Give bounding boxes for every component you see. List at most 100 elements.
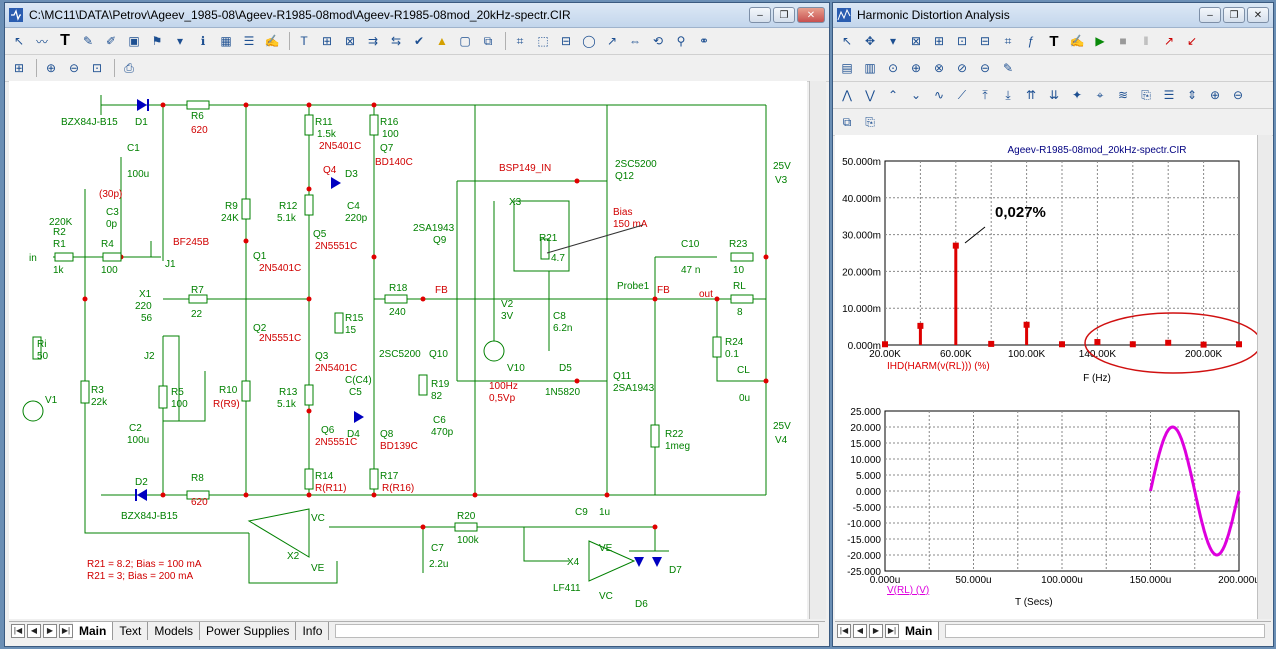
text-toggle-icon[interactable]: T — [300, 34, 308, 48]
paste-plot-icon[interactable]: ⎘ — [865, 114, 875, 129]
zoom-out2-icon[interactable]: ⊖ — [1232, 88, 1244, 102]
tab-text[interactable]: Text — [113, 622, 149, 640]
plot-prev-button[interactable]: ◀ — [853, 624, 867, 638]
top-icon[interactable]: ⇈ — [1025, 88, 1037, 102]
component-icon[interactable]: ⌗ — [516, 33, 524, 48]
check-icon[interactable]: ✔ — [413, 34, 425, 48]
attribute-icon[interactable]: ℹ — [200, 34, 206, 48]
run-icon[interactable]: ▶ — [1095, 34, 1105, 48]
analysis-titlebar[interactable]: Harmonic Distortion Analysis – ❐ ✕ — [833, 3, 1273, 28]
text-icon[interactable]: T — [1049, 32, 1059, 50]
zoom-out-icon[interactable]: ⊖ — [68, 61, 80, 75]
select-mode-icon[interactable]: ↖ — [13, 34, 25, 48]
schematic-hscroll[interactable] — [335, 624, 819, 638]
numbers-icon[interactable]: ☰ — [243, 34, 255, 48]
page-icon[interactable]: ▢ — [459, 34, 471, 48]
text-mode-icon[interactable]: T — [60, 32, 70, 49]
arrow-icon[interactable]: ↗ — [606, 34, 618, 48]
schematic-canvas[interactable]: BZX84J-B15 D1 R6 C1 100u C3 0p 220K R2 R… — [9, 81, 807, 619]
grid-icon[interactable]: ▦ — [220, 34, 232, 48]
cursor-icon[interactable]: ⌖ — [1096, 87, 1104, 102]
wave-icon[interactable]: ≋ — [1117, 88, 1129, 102]
find-icon[interactable]: ⚲ — [676, 34, 686, 48]
zoom-x-icon[interactable]: ⊕ — [910, 61, 922, 75]
tile-icon[interactable]: ⇕ — [1186, 88, 1198, 102]
zoom-all-icon[interactable]: ⊘ — [956, 61, 968, 75]
tab-info[interactable]: Info — [296, 622, 330, 640]
power-icon[interactable]: ⇆ — [390, 34, 402, 48]
pan-icon[interactable]: ✥ — [864, 34, 876, 48]
zoom-in2-icon[interactable]: ⊕ — [1209, 88, 1221, 102]
tab-power-supplies[interactable]: Power Supplies — [200, 622, 297, 640]
circle-icon[interactable]: ◯ — [582, 34, 596, 48]
pin-icon[interactable]: ✍ — [264, 34, 280, 48]
inflection-icon[interactable]: ∿ — [933, 88, 945, 102]
step-icon[interactable]: ↗ — [1163, 34, 1175, 48]
zoom-fit-icon[interactable]: ⊡ — [91, 61, 103, 75]
plot-hscroll[interactable] — [945, 624, 1265, 638]
peak-icon[interactable]: ⋀ — [842, 88, 852, 102]
fit-icon[interactable]: ⊙ — [887, 61, 899, 75]
node-numbers-icon[interactable]: ⊞ — [321, 34, 333, 48]
global-low-icon[interactable]: ⤓ — [1005, 87, 1011, 102]
scale5-icon[interactable]: ⌗ — [1004, 33, 1012, 48]
global-high-icon[interactable]: ⤒ — [982, 87, 988, 102]
close-button[interactable]: ✕ — [797, 7, 825, 23]
table-icon[interactable]: ▤ — [841, 61, 853, 75]
analysis-close-button[interactable]: ✕ — [1247, 7, 1269, 23]
properties-icon[interactable]: ✍ — [1069, 34, 1085, 48]
schematic-titlebar[interactable]: C:\MC11\DATA\Petrov\Ageev_1985-08\Ageev-… — [5, 3, 829, 28]
dropdown-icon[interactable]: ▾ — [889, 34, 897, 48]
restore-button[interactable]: ❐ — [773, 7, 795, 23]
scale3-icon[interactable]: ⊡ — [956, 34, 968, 48]
wire-mode-icon[interactable]: 〰 — [35, 34, 48, 49]
scale-icon[interactable]: ⊠ — [910, 34, 922, 48]
slope-icon[interactable]: ⟋ — [957, 87, 967, 102]
valley-icon[interactable]: ⋁ — [865, 88, 875, 102]
analysis-minimize-button[interactable]: – — [1199, 7, 1221, 23]
help-icon[interactable]: ⚑ — [151, 34, 163, 48]
plot-vscroll[interactable] — [1257, 135, 1272, 619]
info-icon[interactable]: ▣ — [128, 34, 140, 48]
prev-page-button[interactable]: ◀ — [27, 624, 41, 638]
tab-models[interactable]: Models — [148, 622, 201, 640]
tab-main[interactable]: Main — [73, 622, 114, 640]
stop-icon[interactable]: ■ — [1119, 34, 1127, 48]
plot-area[interactable]: Ageev-R1985-08mod_20kHz-spectr.CIR 0.000… — [835, 135, 1271, 619]
zoom-y-icon[interactable]: ⊗ — [933, 61, 945, 75]
last-page-button[interactable]: ▶| — [59, 624, 73, 638]
pen-icon[interactable]: ✐ — [105, 34, 117, 48]
first-page-button[interactable]: |◀ — [11, 624, 25, 638]
high-icon[interactable]: ⌃ — [887, 88, 899, 102]
binoculars-icon[interactable]: ⚭ — [698, 34, 710, 48]
zoom-out-icon[interactable]: ⊖ — [979, 61, 991, 75]
table2-icon[interactable]: ▥ — [864, 61, 876, 75]
analysis-restore-button[interactable]: ❐ — [1223, 7, 1245, 23]
list-icon[interactable]: ☰ — [1163, 88, 1175, 102]
select-icon[interactable]: ↖ — [841, 34, 853, 48]
point-icon[interactable]: ✦ — [1071, 88, 1083, 102]
frame-icon[interactable]: ⬚ — [537, 34, 549, 48]
copy-icon[interactable]: ⧉ — [483, 33, 493, 48]
print-icon[interactable]: ⎙ — [124, 60, 134, 75]
plot-last-button[interactable]: ▶| — [885, 624, 899, 638]
voltages-icon[interactable]: ⊠ — [344, 34, 356, 48]
rotate-icon[interactable]: ⟲ — [652, 34, 664, 48]
next-page-button[interactable]: ▶ — [43, 624, 57, 638]
scale4-icon[interactable]: ⊟ — [979, 34, 991, 48]
stepback-icon[interactable]: ↙ — [1186, 34, 1198, 48]
currents-icon[interactable]: ⇉ — [367, 34, 379, 48]
plot-tab-main[interactable]: Main — [899, 622, 940, 640]
plot-first-button[interactable]: |◀ — [837, 624, 851, 638]
grid-snap-icon[interactable]: ⊞ — [13, 61, 25, 75]
dropdown-icon[interactable]: ▾ — [176, 34, 184, 48]
scale2-icon[interactable]: ⊞ — [933, 34, 945, 48]
warning-icon[interactable]: ▲ — [436, 34, 448, 48]
minimize-button[interactable]: – — [749, 7, 771, 23]
formula-icon[interactable]: ƒ — [1027, 34, 1035, 48]
clip-icon[interactable]: ⎘ — [1141, 87, 1151, 102]
bottom-icon[interactable]: ⇊ — [1048, 88, 1060, 102]
plot-next-button[interactable]: ▶ — [869, 624, 883, 638]
zoom-in-icon[interactable]: ⊕ — [45, 61, 57, 75]
align-icon[interactable]: ⊟ — [560, 34, 572, 48]
